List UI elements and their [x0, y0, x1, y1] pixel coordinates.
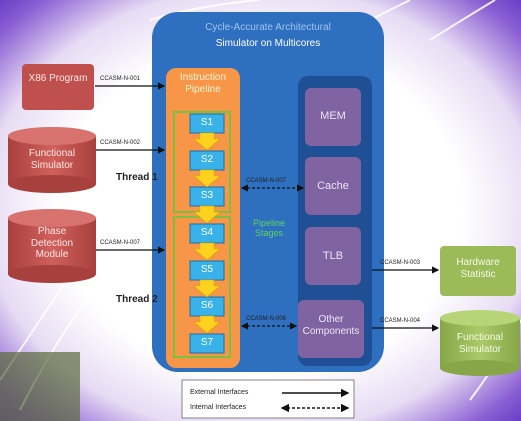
output-label-hardware-statistic: Hardware Statistic — [456, 257, 500, 280]
legend-internal-label: Internal Interfaces — [190, 404, 247, 411]
component-label-cache: Cache — [317, 180, 349, 192]
stage-label-7: S7 — [200, 337, 214, 348]
stage-flow-arrows — [193, 132, 221, 334]
stage-label-6: S6 — [200, 300, 214, 311]
iface-functional-simulator: CCASM-N-002 — [100, 140, 141, 146]
component-box-tlb — [305, 227, 361, 285]
internal-interface-arrows — [240, 184, 305, 330]
stage-label-5: S5 — [200, 264, 214, 275]
input-cylinder-functional-simulator — [8, 127, 96, 193]
stage-arrow-6 — [193, 315, 221, 334]
output-box-hardware-statistic — [440, 246, 516, 296]
component-box-mem — [305, 88, 361, 146]
input-cylinder-phase-detection — [8, 209, 96, 283]
input-box-x86 — [22, 64, 94, 110]
stage-label-3: S3 — [200, 190, 214, 201]
stage-arrow-3 — [193, 205, 221, 224]
component-box-other — [298, 300, 364, 358]
component-label-tlb: TLB — [322, 250, 344, 262]
iface-hardware-statistic: CCASM-N-003 — [380, 260, 421, 266]
input-label-functional-simulator: Functional Simulator — [28, 148, 76, 171]
component-label-other: Other Components — [302, 314, 360, 337]
output-label-functional-simulator: Functional Simulator — [456, 332, 504, 355]
simulator-title-line1: Cycle-Accurate Architectural — [205, 22, 331, 33]
iface-functional-simulator-out: CCASM-N-004 — [380, 318, 421, 324]
components-column — [298, 76, 372, 366]
iface-cache: CCASM-N-007 — [246, 178, 287, 184]
stage-label-4: S4 — [200, 227, 214, 238]
iface-x86: CCASM-N-001 — [100, 76, 141, 82]
simulator-title-line2: Simulator on Multicores — [215, 38, 321, 49]
pipeline-title: Instruction Pipeline — [179, 72, 227, 95]
legend-box — [181, 379, 355, 419]
pipeline-stages-label: Pipeline Stages — [252, 218, 286, 239]
component-box-cache — [305, 157, 361, 215]
legend-external-label: External Interfaces — [190, 389, 249, 396]
input-label-x86: X86 Program — [28, 73, 88, 84]
stage-box-7 — [189, 333, 225, 354]
output-cylinder-functional-simulator — [440, 310, 520, 376]
iface-phase-detection: CCASM-N-007 — [100, 240, 141, 246]
stage-label-1: S1 — [200, 117, 214, 128]
thread1-label: Thread 1 — [116, 172, 158, 183]
stage-arrow-5 — [193, 279, 221, 298]
thread2-label: Thread 2 — [116, 294, 158, 305]
stage-label-2: S2 — [200, 154, 214, 165]
input-label-phase-detection: Phase Detection Module — [30, 226, 74, 260]
iface-other-components: CCASM-N-006 — [246, 316, 287, 322]
stage-arrow-1 — [193, 132, 221, 151]
stage-arrow-4 — [193, 242, 221, 261]
component-label-mem: MEM — [320, 110, 346, 122]
external-interface-arrows — [95, 82, 440, 332]
stage-arrow-2 — [193, 169, 221, 188]
pipeline-stage-boxes — [189, 113, 225, 354]
corner-photo — [0, 352, 80, 421]
